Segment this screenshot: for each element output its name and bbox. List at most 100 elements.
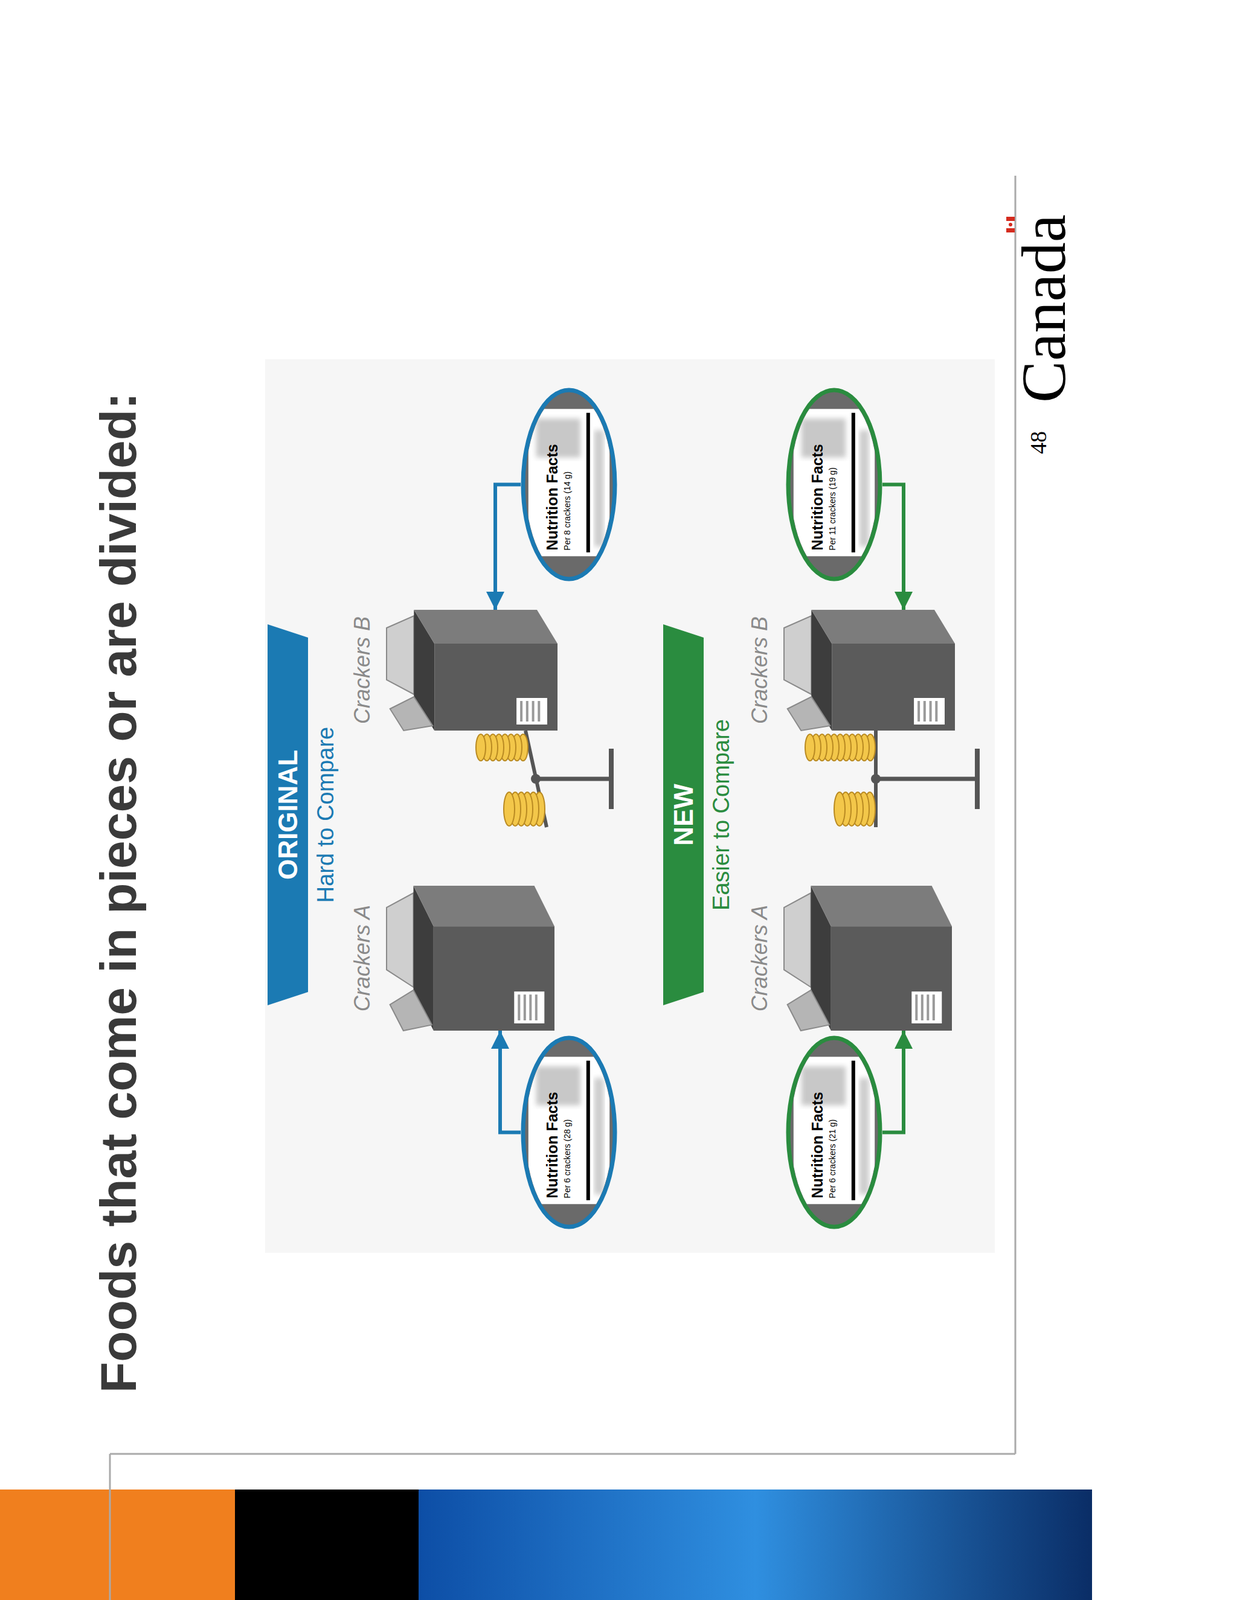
wordmark: Canada [1012,214,1076,403]
banner-title: ORIGINAL [267,624,309,1006]
banner-subtitle: Hard to Compare [312,624,341,1006]
panel-heading: Nutrition Facts [543,1063,562,1199]
box-side [413,886,556,927]
panel-heading: Nutrition Facts [808,414,827,551]
cracker [503,792,515,827]
flag-band [1006,228,1015,233]
cracker [834,792,846,827]
cracker-box-node: Crackers B [349,610,558,731]
slide-title: Foods that come in pieces or are divided… [90,392,147,1394]
connector-arrow [500,1031,521,1134]
ellipse-outline [523,1038,615,1228]
balance-scale [805,730,978,828]
ellipse-fill [523,1038,615,1228]
label-panel [528,1057,610,1205]
panel-line [529,994,532,1021]
panel-line [520,701,523,722]
panel-line [915,994,918,1021]
cracker-box [386,610,558,731]
panel-line [523,994,527,1021]
box-label: Crackers B [746,610,773,731]
cracker-box [783,610,955,731]
box-flap [386,616,414,695]
panel-rule [586,1061,591,1201]
cracker-box-node: Crackers B [746,610,955,731]
panel-line [532,701,535,722]
panel-line [535,994,538,1021]
connector-arrow [882,1031,904,1134]
panel-line [934,701,938,722]
section-banner: NEWEasier to Compare [663,624,742,1006]
ellipse-fill [788,390,881,580]
cracker-box-node: Crackers A [349,886,555,1032]
box-nutrition-panel [911,991,942,1024]
scale-post [875,777,978,782]
panel-rule [586,413,591,553]
cracker-box [386,886,555,1032]
flag-leaf [1008,222,1013,227]
panel-line [932,994,935,1021]
blurred-values [859,430,870,548]
label-panel [528,408,610,557]
scale-post [535,777,612,782]
blurred-values [859,1078,870,1196]
panel-line [517,994,521,1021]
panel-background [793,1057,875,1205]
ellipse-outline [788,390,881,580]
blurred-values [594,1078,605,1196]
box-flap [783,893,812,988]
nutrition-facts-callout: Nutrition FactsPer 11 crackers (19 g) [785,387,883,582]
flag-band [1006,216,1015,222]
panel-line [929,701,932,722]
box-front [434,643,558,731]
box-label: Crackers B [349,610,376,731]
cracker [805,734,815,762]
ellipse-fill [523,390,615,580]
box-flap [787,990,830,1032]
banner-title: NEW [663,624,704,1006]
banner-fill [267,624,309,1006]
label-panel [793,1057,875,1205]
box-nutrition-panel [516,698,548,725]
label-panel [793,408,875,557]
box-side [811,610,955,644]
box-flap [390,697,434,731]
serving-size: Per 6 crackers (28 g) [562,1063,572,1199]
ellipse-outline [523,390,615,580]
blurred-values [594,430,605,548]
panel-background [528,408,610,557]
banner-fill [663,624,704,1006]
strip-orange [0,1490,235,1600]
nutrition-facts-callout: Nutrition FactsPer 8 crackers (14 g) [520,387,618,582]
box-front [433,926,555,1032]
balance-scale [475,730,612,828]
cracker-box-node: Crackers A [746,886,952,1032]
box-nutrition-panel [913,698,945,725]
box-side [413,610,558,644]
box-label: Crackers A [746,886,773,1032]
box-nutrition-panel [514,991,545,1024]
ellipse-outline [788,1038,881,1228]
panel-line [537,701,540,722]
connector-arrow [495,485,521,611]
panel-background [528,1057,610,1205]
strip-black [234,1490,419,1600]
flag-symbol [1006,216,1015,233]
box-front [831,643,955,731]
panel-line [917,701,920,722]
page-number: 48 [1026,431,1050,455]
panel-line [526,701,529,722]
panel-heading: Nutrition Facts [808,1063,827,1199]
frame-line [109,1454,112,1600]
strip-blue [418,1490,1093,1600]
frame-line [109,1453,1016,1456]
box-flap [390,990,433,1032]
cracker-box [783,886,952,1032]
connector-arrow [882,485,904,611]
diagram-panel [265,359,995,1254]
panel-line [923,701,926,722]
serving-size: Per 8 crackers (14 g) [562,414,572,551]
nutrition-facts-callout: Nutrition FactsPer 6 crackers (21 g) [785,1035,883,1230]
